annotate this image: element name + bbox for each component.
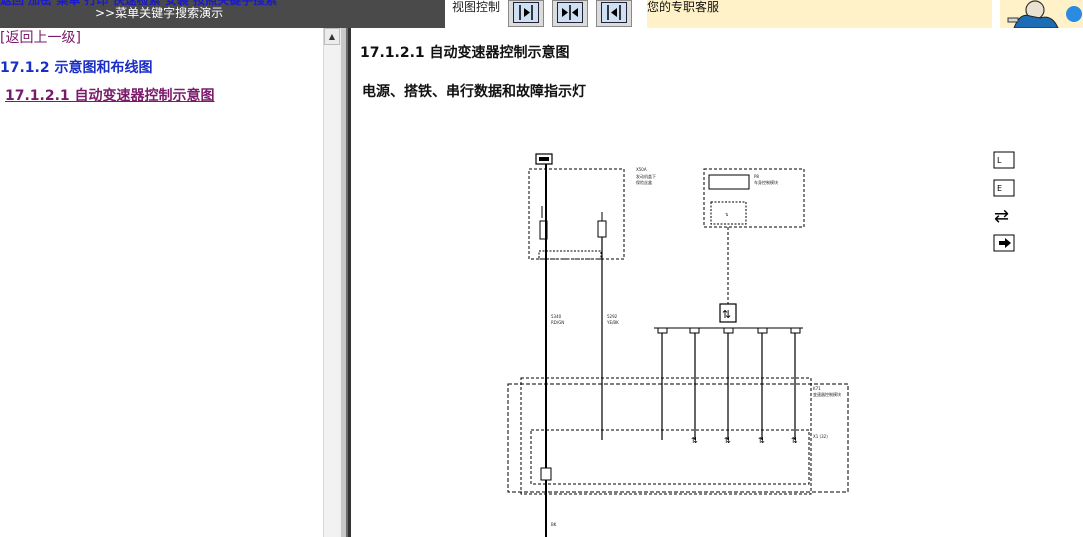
top-ticker-text[interactable]: 返回 加密 菜单 打印 快速检索 安装 按照关键字搜索 (0, 0, 278, 7)
left-pane-scrollbar[interactable]: ▲ (323, 28, 340, 537)
service-mascot-logo (1000, 0, 1083, 28)
svg-text:5340: 5340 (551, 314, 562, 319)
pane-divider-line (348, 28, 351, 537)
svg-text:5292: 5292 (607, 314, 618, 319)
svg-text:保险丝盒: 保险丝盒 (636, 179, 652, 185)
collapse-right-button[interactable] (596, 0, 632, 27)
top-menu-area: 返回 加密 菜单 打印 快速检索 安装 按照关键字搜索 >>菜单关键字搜索演示 (0, 0, 445, 28)
svg-text:L: L (997, 156, 1002, 165)
service-banner (647, 0, 992, 28)
svg-text:X50A: X50A (636, 167, 647, 172)
search-demo-link[interactable]: >>菜单关键字搜索演示 (95, 6, 224, 20)
section-heading[interactable]: 17.1.2 示意图和布线图 (0, 60, 153, 76)
svg-text:发动机盖下: 发动机盖下 (636, 173, 656, 179)
svg-text:⇅: ⇅ (791, 436, 798, 445)
left-navigation-pane: [返回上一级] 17.1.2 示意图和布线图 17.1.2.1 自动变速器控制示… (0, 28, 340, 537)
collapse-left-icon (513, 2, 539, 23)
back-link[interactable]: [返回上一级] (0, 30, 81, 46)
svg-text:BK: BK (551, 522, 557, 527)
current-page-link[interactable]: 17.1.2.1 自动变速器控制示意图 (5, 88, 215, 104)
svg-text:X1 (32): X1 (32) (813, 434, 828, 439)
svg-text:⇅: ⇅ (758, 436, 765, 445)
svg-text:⇅: ⇅ (724, 436, 731, 445)
document-title: 17.1.2.1 自动变速器控制示意图 (360, 45, 570, 61)
svg-text:YE/BK: YE/BK (606, 320, 619, 325)
svg-text:⇅: ⇅ (722, 308, 731, 321)
collapse-right-icon (601, 2, 627, 23)
split-view-button[interactable] (552, 0, 588, 27)
svg-text:⇅: ⇅ (725, 212, 729, 217)
view-control-label: 视图控制 (452, 0, 501, 14)
svg-text:⇄: ⇄ (994, 206, 1009, 227)
collapse-left-button[interactable] (508, 0, 544, 27)
svg-text:P8: P8 (754, 174, 759, 179)
svg-text:K71: K71 (813, 386, 821, 391)
svg-text:RD/GN: RD/GN (551, 320, 564, 325)
split-view-icon (557, 2, 583, 23)
pane-splitter[interactable] (340, 28, 348, 537)
svg-text:变速器控制模块: 变速器控制模块 (813, 391, 841, 397)
svg-text:⇅: ⇅ (691, 436, 698, 445)
document-pane: 17.1.2.1 自动变速器控制示意图 电源、搭铁、串行数据和故障指示灯 X50… (351, 28, 1083, 537)
top-toolbar: 返回 加密 菜单 打印 快速检索 安装 按照关键字搜索 >>菜单关键字搜索演示 … (0, 0, 1083, 28)
wiring-schematic-diagram: X50A 发动机盖下 保险丝盒 ⇅ P8 车身控制模块 ⇅ 5340 (507, 151, 1015, 537)
svg-text:车身控制模块: 车身控制模块 (754, 179, 778, 185)
service-text[interactable]: 您的专职客服 (647, 0, 720, 14)
document-subtitle: 电源、搭铁、串行数据和故障指示灯 (362, 84, 586, 100)
svg-text:E: E (997, 184, 1002, 193)
scroll-up-arrow-icon[interactable]: ▲ (324, 28, 340, 45)
